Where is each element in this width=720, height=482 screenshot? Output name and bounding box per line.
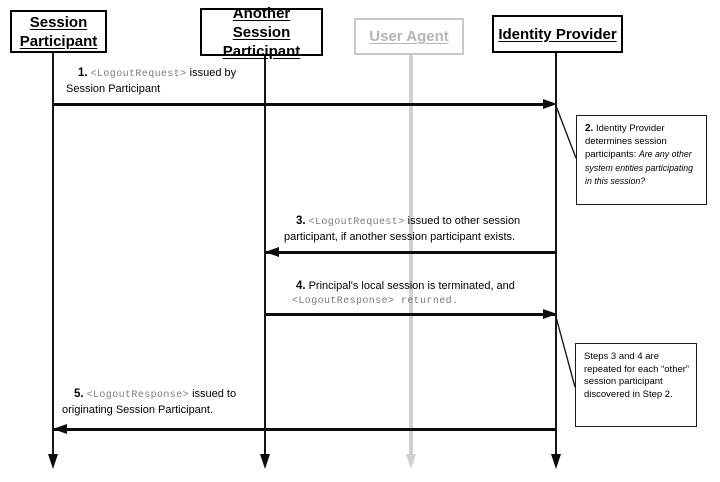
- step-number: 3.: [296, 215, 306, 227]
- actor-label: Participant: [222, 42, 301, 60]
- lifeline-end-arrow-icon: [48, 454, 58, 469]
- actor-label: Identity Provider: [498, 25, 617, 43]
- message-1-arrowhead-icon: [543, 99, 557, 109]
- actor-user-agent: User Agent: [354, 18, 464, 55]
- note-2-connector-line: [555, 105, 577, 159]
- logout-request-element: <LogoutRequest>: [90, 69, 187, 80]
- note-step-2: 2. Identity Provider determines session …: [576, 115, 707, 205]
- actor-label: Another Session: [232, 4, 291, 41]
- note-text: Identity Provider determines session par…: [585, 123, 667, 160]
- note-3-4-connector-line: [555, 316, 576, 388]
- message-text: issued to: [189, 388, 237, 400]
- message-1-arrow: [53, 103, 545, 106]
- message-5-arrow: [53, 428, 556, 431]
- message-text: Principal's local session is terminated,…: [308, 280, 515, 292]
- note-text: Steps 3 and 4 are repeated for each “oth…: [584, 351, 690, 400]
- logout-request-element: <LogoutRequest>: [308, 217, 405, 228]
- message-5-arrowhead-icon: [53, 424, 67, 434]
- message-3-line2: participant, if another session particip…: [284, 231, 516, 243]
- actor-another-session-participant: Another Session Participant: [200, 5, 323, 60]
- step-number: 5.: [74, 388, 84, 400]
- message-3-line1: 3.<LogoutRequest> issued to other sessio…: [284, 214, 569, 230]
- message-4-arrow: [265, 313, 556, 316]
- lifeline-end-arrow-icon: [551, 454, 561, 469]
- message-4-line1: 4.Principal's local session is terminate…: [284, 279, 579, 294]
- actor-label: Participant: [19, 32, 98, 50]
- lifeline-identity-provider: [555, 53, 557, 455]
- actor-session-participant: Session Participant: [10, 10, 107, 53]
- logout-response-element: <LogoutResponse>: [86, 390, 190, 401]
- message-4-label: 4.Principal's local session is terminate…: [284, 279, 579, 309]
- lifeline-user-agent: [409, 54, 413, 455]
- message-text: issued by: [186, 67, 237, 79]
- step-number: 4.: [296, 280, 306, 292]
- message-1-line1: 1.<LogoutRequest> issued by: [66, 66, 311, 82]
- lifeline-end-arrow-icon: [260, 454, 270, 469]
- actor-label: User Agent: [369, 28, 449, 45]
- actor-identity-provider: Identity Provider: [492, 15, 623, 53]
- message-4-line2: <LogoutResponse> returned.: [292, 296, 459, 307]
- actor-label: Session: [29, 13, 88, 31]
- message-text: issued to other session: [404, 215, 521, 227]
- note-steps-3-4: Steps 3 and 4 are repeated for each “oth…: [575, 343, 697, 427]
- message-5-line2: originating Session Participant.: [62, 404, 214, 416]
- message-1-line2: Session Participant: [66, 83, 161, 95]
- lifeline-session-participant: [52, 52, 54, 455]
- lifeline-end-arrow-icon: [406, 454, 416, 469]
- message-5-line1: 5.<LogoutResponse> issued to: [62, 387, 307, 403]
- step-number: 2.: [585, 123, 594, 134]
- message-4-arrowhead-icon: [543, 309, 557, 319]
- message-3-label: 3.<LogoutRequest> issued to other sessio…: [284, 214, 569, 245]
- message-3-arrowhead-icon: [265, 247, 279, 257]
- note-italic-text: Are any other system entities participat…: [585, 149, 694, 186]
- message-5-label: 5.<LogoutResponse> issued to originating…: [62, 387, 307, 418]
- message-3-arrow: [265, 251, 556, 254]
- step-number: 1.: [78, 67, 88, 79]
- message-1-label: 1.<LogoutRequest> issued by Session Part…: [66, 66, 311, 97]
